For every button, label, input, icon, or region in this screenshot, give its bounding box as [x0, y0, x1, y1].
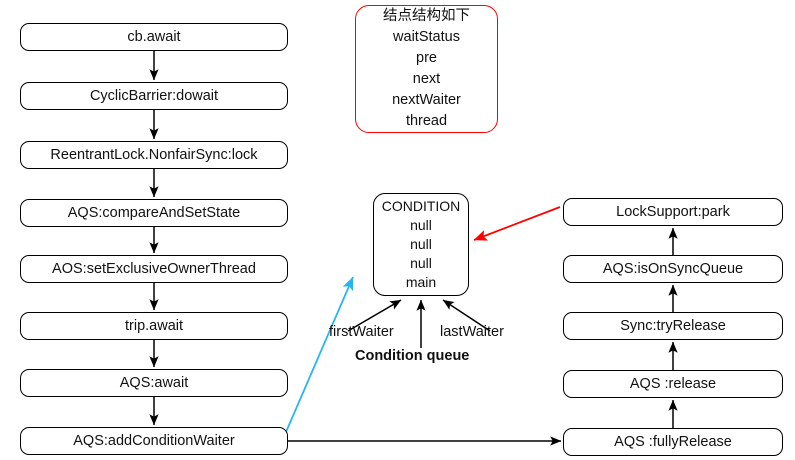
node-label: trip.await [124, 318, 184, 334]
node-label: AQS :release [629, 376, 717, 392]
condition-queue-label: Condition queue [355, 348, 470, 364]
node-aqs-isonsyncqueue[interactable]: AQS:isOnSyncQueue [563, 255, 783, 283]
node-label: LockSupport:park [616, 204, 730, 220]
node-sync-tryrelease[interactable]: Sync:tryRelease [563, 312, 783, 340]
node-cb-await[interactable]: cb.await [20, 23, 288, 51]
node-aqs-release[interactable]: AQS :release [563, 370, 783, 398]
cyan-addconditionwaiter-arrow [285, 276, 354, 433]
node-label: AQS:addConditionWaiter [73, 433, 235, 449]
node-label: AQS:await [119, 375, 189, 391]
node-locksupport-park[interactable]: LockSupport:park [563, 198, 783, 226]
node-label: AQS :fullyRelease [614, 434, 732, 450]
struct-heading: 结点结构如下 [383, 8, 470, 24]
node-reentrantlock-nonfairsync-lock[interactable]: ReentrantLock.NonfairSync:lock [20, 141, 288, 169]
red-park-to-condition-arrow [473, 206, 561, 241]
node-trip-await[interactable]: trip.await [20, 312, 288, 340]
condition-node-box: CONDITION null null null main [373, 193, 469, 296]
struct-field-next: next [412, 71, 441, 87]
node-label: AOS:setExclusiveOwnerThread [52, 261, 256, 277]
condition-next-value: null [410, 236, 432, 252]
condition-waitstatus-value: CONDITION [381, 198, 461, 214]
node-label: Sync:tryRelease [620, 318, 726, 334]
node-label: AQS:compareAndSetState [67, 205, 241, 221]
node-label: cb.await [127, 29, 181, 45]
node-label: CyclicBarrier:dowait [89, 88, 219, 104]
node-aos-setexclusiveownerthread[interactable]: AOS:setExclusiveOwnerThread [20, 255, 288, 283]
node-aqs-addconditionwaiter[interactable]: AQS:addConditionWaiter [20, 427, 288, 455]
last-waiter-label: lastWaiter [440, 324, 504, 340]
struct-field-waitstatus: waitStatus [393, 29, 460, 45]
condition-pre-value: null [410, 217, 432, 233]
node-aqs-await[interactable]: AQS:await [20, 369, 288, 397]
node-structure-note: 结点结构如下 waitStatus pre next nextWaiter th… [355, 5, 498, 133]
first-waiter-label: firstWaiter [329, 324, 394, 340]
struct-field-nextwaiter: nextWaiter [392, 92, 461, 108]
condition-thread-value: main [405, 274, 437, 290]
condition-nextwaiter-value: null [410, 255, 432, 271]
node-cyclicbarrier-dowait[interactable]: CyclicBarrier:dowait [20, 82, 288, 110]
struct-field-pre: pre [416, 50, 437, 66]
struct-field-thread: thread [405, 113, 448, 129]
node-aqs-fullyrelease[interactable]: AQS :fullyRelease [563, 428, 783, 456]
node-aqs-compareandsetstate[interactable]: AQS:compareAndSetState [20, 199, 288, 227]
node-label: AQS:isOnSyncQueue [602, 261, 744, 277]
node-label: ReentrantLock.NonfairSync:lock [50, 147, 258, 163]
